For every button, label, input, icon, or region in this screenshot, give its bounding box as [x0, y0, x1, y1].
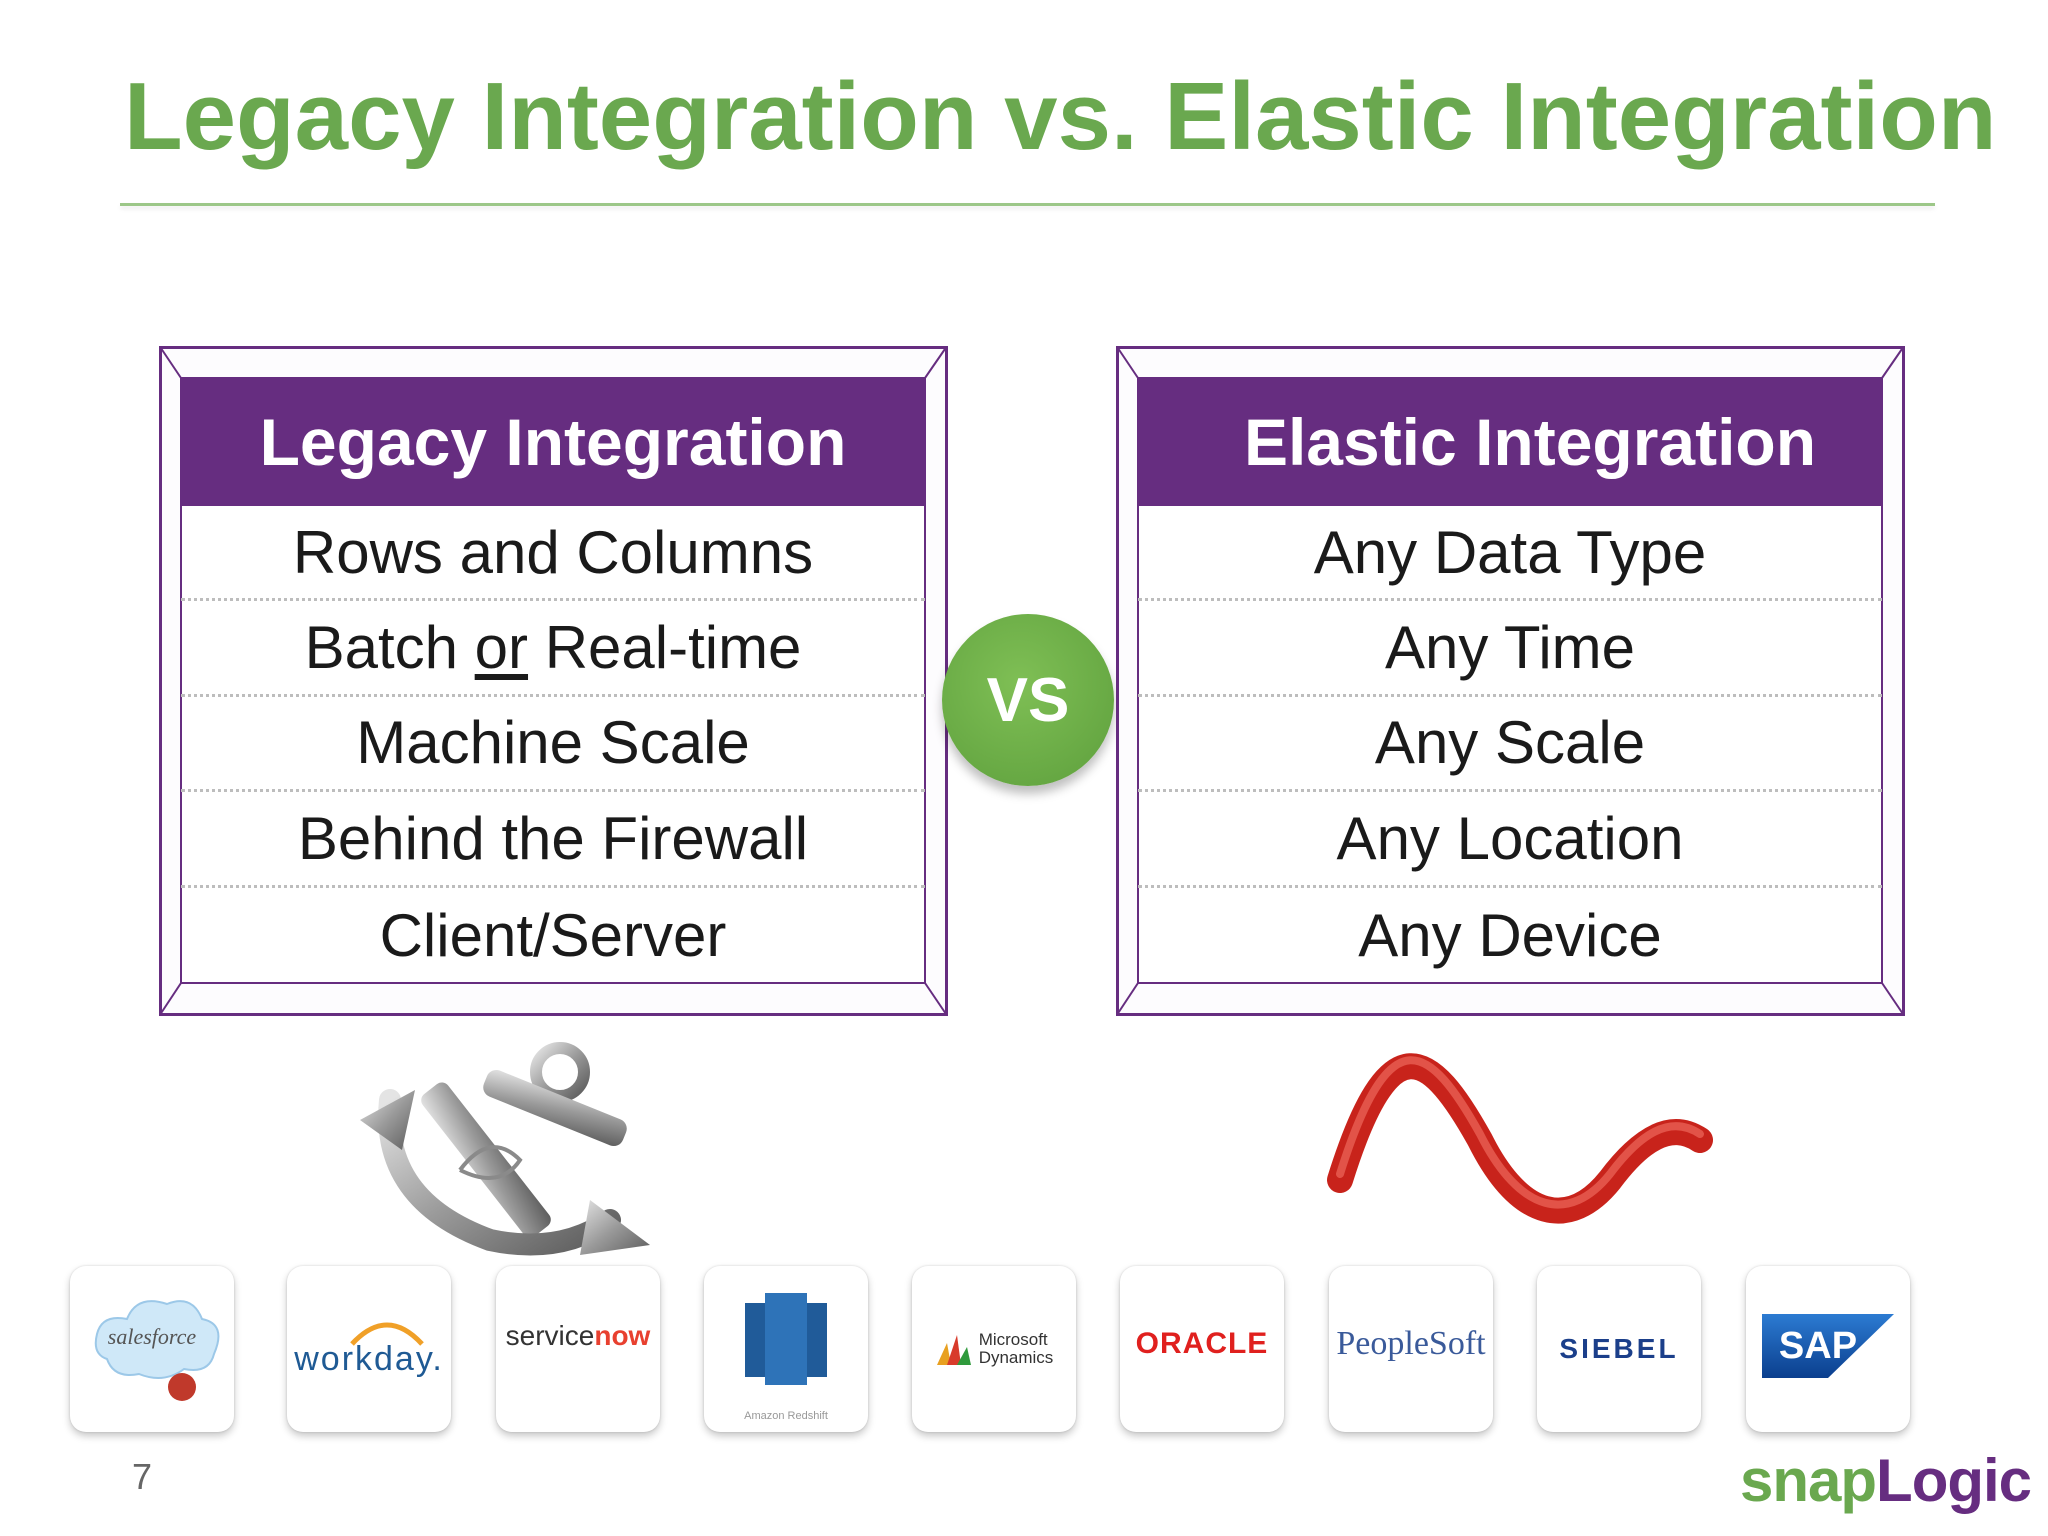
brand-part1: snap — [1740, 1447, 1877, 1514]
legacy-header: Legacy Integration — [181, 378, 925, 506]
legacy-row: Behind the Firewall — [181, 792, 925, 888]
brand-part2: Logic — [1876, 1447, 2032, 1514]
legacy-row: Rows and Columns — [181, 506, 925, 602]
servicenow-text-b: now — [594, 1320, 651, 1351]
batch-text-or: or — [474, 614, 529, 682]
slide-title: Legacy Integration vs. Elastic Integrati… — [124, 63, 1997, 170]
legacy-list: Rows and Columns Batch or Real-time Mach… — [181, 506, 925, 983]
title-divider — [120, 203, 1935, 206]
anchor-icon — [360, 1042, 650, 1256]
logo-siebel: SIEBEL — [1537, 1266, 1701, 1432]
logo-peoplesoft: PeopleSoft — [1329, 1266, 1493, 1432]
dynamics-text-2: Dynamics — [978, 1348, 1054, 1367]
sap-logo-icon — [1762, 1314, 1894, 1378]
redshift-text: Amazon Redshift — [744, 1410, 828, 1422]
logo-salesforce: salesforce — [70, 1266, 234, 1432]
elastic-list: Any Data Type Any Time Any Scale Any Loc… — [1138, 506, 1882, 983]
dynamics-text-1: Microsoft — [978, 1330, 1048, 1349]
elastic-panel: Elastic Integration Any Data Type Any Ti… — [1116, 346, 1905, 1016]
workday-text: workday. — [294, 1339, 444, 1378]
logo-oracle: ORACLE — [1120, 1266, 1284, 1432]
elastic-row: Any Time — [1138, 601, 1882, 697]
legacy-row: Machine Scale — [181, 697, 925, 793]
sap-text: SAP — [1778, 1324, 1858, 1367]
servicenow-text-a: service — [505, 1320, 595, 1351]
legacy-row: Client/Server — [379, 901, 727, 969]
oracle-text: ORACLE — [1135, 1327, 1269, 1360]
batch-text-after: Real-time — [528, 614, 802, 682]
logo-dynamics: Microsoft Dynamics — [912, 1266, 1076, 1432]
logo-workday: workday. — [287, 1266, 451, 1432]
elastic-row: Any Location — [1138, 792, 1882, 888]
elastic-band-icon — [1327, 1053, 1713, 1224]
legacy-row-batch: Batch or Real-time — [181, 601, 925, 697]
logo-redshift: Amazon Redshift — [704, 1266, 868, 1432]
snaplogic-logo: snapLogic — [1740, 1446, 2032, 1515]
siebel-text: SIEBEL — [1559, 1333, 1679, 1364]
vs-badge: VS — [942, 614, 1114, 786]
elastic-row: Any Data Type — [1138, 506, 1882, 602]
page-number: 7 — [132, 1456, 153, 1497]
salesforce-text: salesforce — [107, 1324, 197, 1349]
redshift-icon — [745, 1293, 827, 1385]
batch-text-before: Batch — [304, 614, 475, 682]
elastic-row: Any Device — [1358, 901, 1662, 969]
salesforce-cloud-icon — [94, 1300, 220, 1401]
elastic-header: Elastic Integration — [1138, 378, 1882, 506]
workday-arc-icon — [350, 1322, 424, 1346]
legacy-panel: Legacy Integration Rows and Columns Batc… — [159, 346, 948, 1016]
logo-sap: SAP — [1746, 1266, 1910, 1432]
dynamics-icon — [936, 1335, 971, 1365]
elastic-row: Any Scale — [1138, 697, 1882, 793]
peoplesoft-text: PeopleSoft — [1336, 1325, 1486, 1362]
